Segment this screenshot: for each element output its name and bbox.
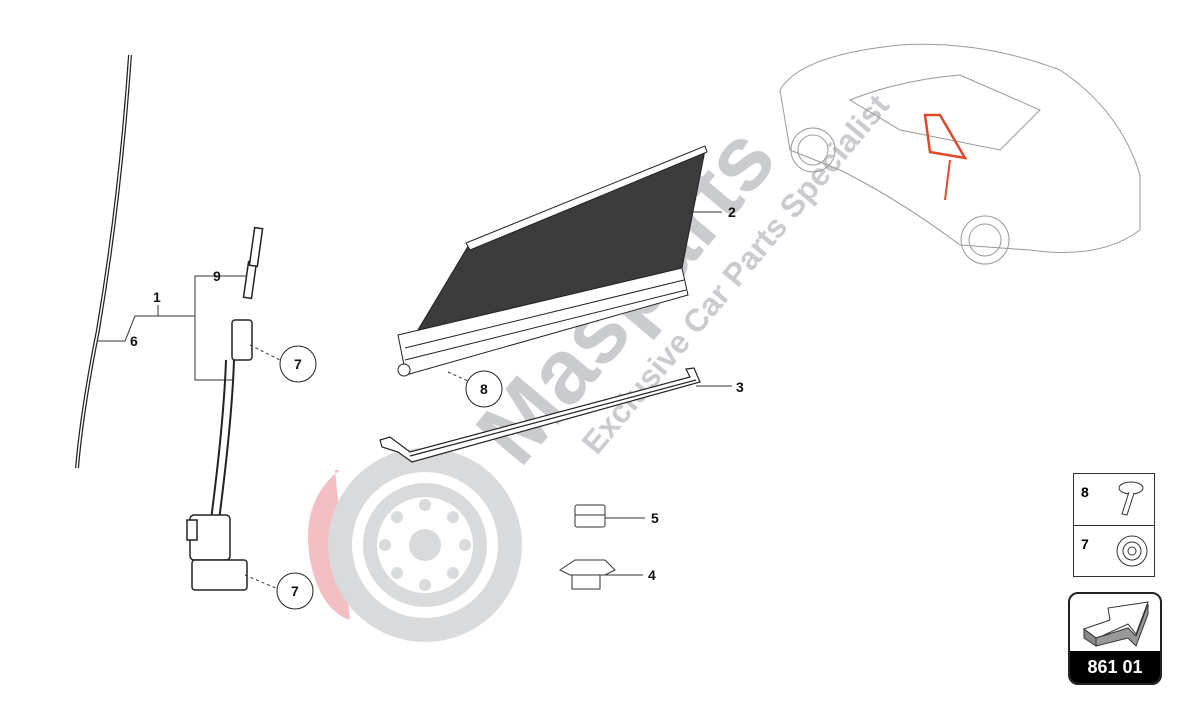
part-9-rod[interactable] [242,226,264,300]
callout-2[interactable]: 2 [728,204,736,220]
callout-circle-7[interactable] [279,345,317,383]
callout-8[interactable]: 8 [480,381,488,397]
legend-number: 8 [1081,484,1089,500]
part-3-guide-rail[interactable] [379,367,701,463]
legend-row-7[interactable]: 7 [1074,526,1154,577]
leader-lines [98,211,732,590]
fastener-legend: 8 7 [1073,473,1155,577]
callout-5[interactable]: 5 [651,510,659,526]
part-5-clip[interactable] [574,504,606,528]
callout-circle-7[interactable] [276,572,314,610]
callout-circle-8[interactable] [465,370,503,408]
callout-7[interactable]: 7 [291,583,299,599]
callout-9[interactable]: 9 [213,268,221,284]
callout-7[interactable]: 7 [294,356,302,372]
callout-6[interactable]: 6 [130,333,138,349]
arrow-icon [1082,601,1149,647]
callout-4[interactable]: 4 [648,567,656,583]
legend-row-8[interactable]: 8 [1074,474,1154,526]
next-page-button[interactable]: 861 01 [1068,592,1162,685]
callout-1[interactable]: 1 [153,289,161,305]
nut-icon [1116,535,1148,567]
part-2-sun-blind[interactable] [397,145,708,377]
legend-number: 7 [1081,536,1089,552]
part-4-bracket[interactable] [559,559,616,590]
callout-3[interactable]: 3 [736,379,744,395]
part-1-motor-assembly[interactable] [186,319,253,591]
vehicle-locator-image [779,43,1141,265]
page-code: 861 01 [1070,651,1160,683]
watermark-logo [308,448,522,642]
screw-icon [1118,481,1144,516]
